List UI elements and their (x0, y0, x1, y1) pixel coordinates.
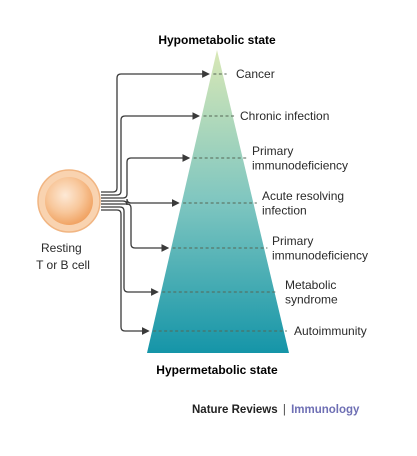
condition-label-4-line-1: Acute resolving (262, 189, 344, 203)
arrow-to-level-4 (101, 198, 180, 207)
arrow-to-level-3 (101, 154, 191, 199)
condition-label-7-line-1: Autoimmunity (294, 324, 367, 338)
condition-label-7: Autoimmunity (294, 324, 367, 338)
condition-label-5-line-2: immunodeficiency (272, 248, 368, 262)
bottom-label: Hypermetabolic state (156, 363, 278, 377)
arrow-to-level-5 (101, 203, 170, 252)
journal-section: Immunology (291, 404, 360, 416)
condition-label-5-line-1: Primary (272, 234, 313, 248)
arrow-to-level-1 (101, 70, 210, 193)
cell-label-line-2: T or B cell (36, 258, 90, 272)
arrow-to-level-6 (101, 206, 159, 296)
condition-label-3-line-2: immunodeficiency (252, 158, 348, 172)
condition-label-6-line-1: Metabolic (285, 278, 336, 292)
cell-body (45, 177, 93, 225)
credit-separator: | (282, 404, 286, 416)
journal-name: Nature Reviews (192, 404, 278, 416)
condition-label-3-line-1: Primary (252, 144, 293, 158)
condition-label-4-line-2: infection (262, 203, 307, 217)
condition-label-2: Chronic infection (240, 109, 329, 123)
metabolic-pyramid (147, 50, 289, 353)
condition-label-6-line-2: syndrome (285, 292, 338, 306)
activation-arrows (101, 70, 210, 335)
condition-levels (153, 73, 287, 332)
condition-label-1-line-1: Cancer (236, 67, 275, 81)
journal-credit: Nature Reviews | Immunology (192, 404, 359, 416)
resting-cell (37, 169, 101, 233)
arrow-to-level-2 (101, 112, 201, 196)
arrow-to-level-7 (101, 209, 150, 335)
condition-label-2-line-1: Chronic infection (240, 109, 329, 123)
top-label: Hypometabolic state (158, 33, 276, 47)
cell-label-line-1: Resting (41, 241, 82, 255)
cell-label: Resting T or B cell (36, 241, 90, 272)
condition-label-1: Cancer (236, 67, 275, 81)
